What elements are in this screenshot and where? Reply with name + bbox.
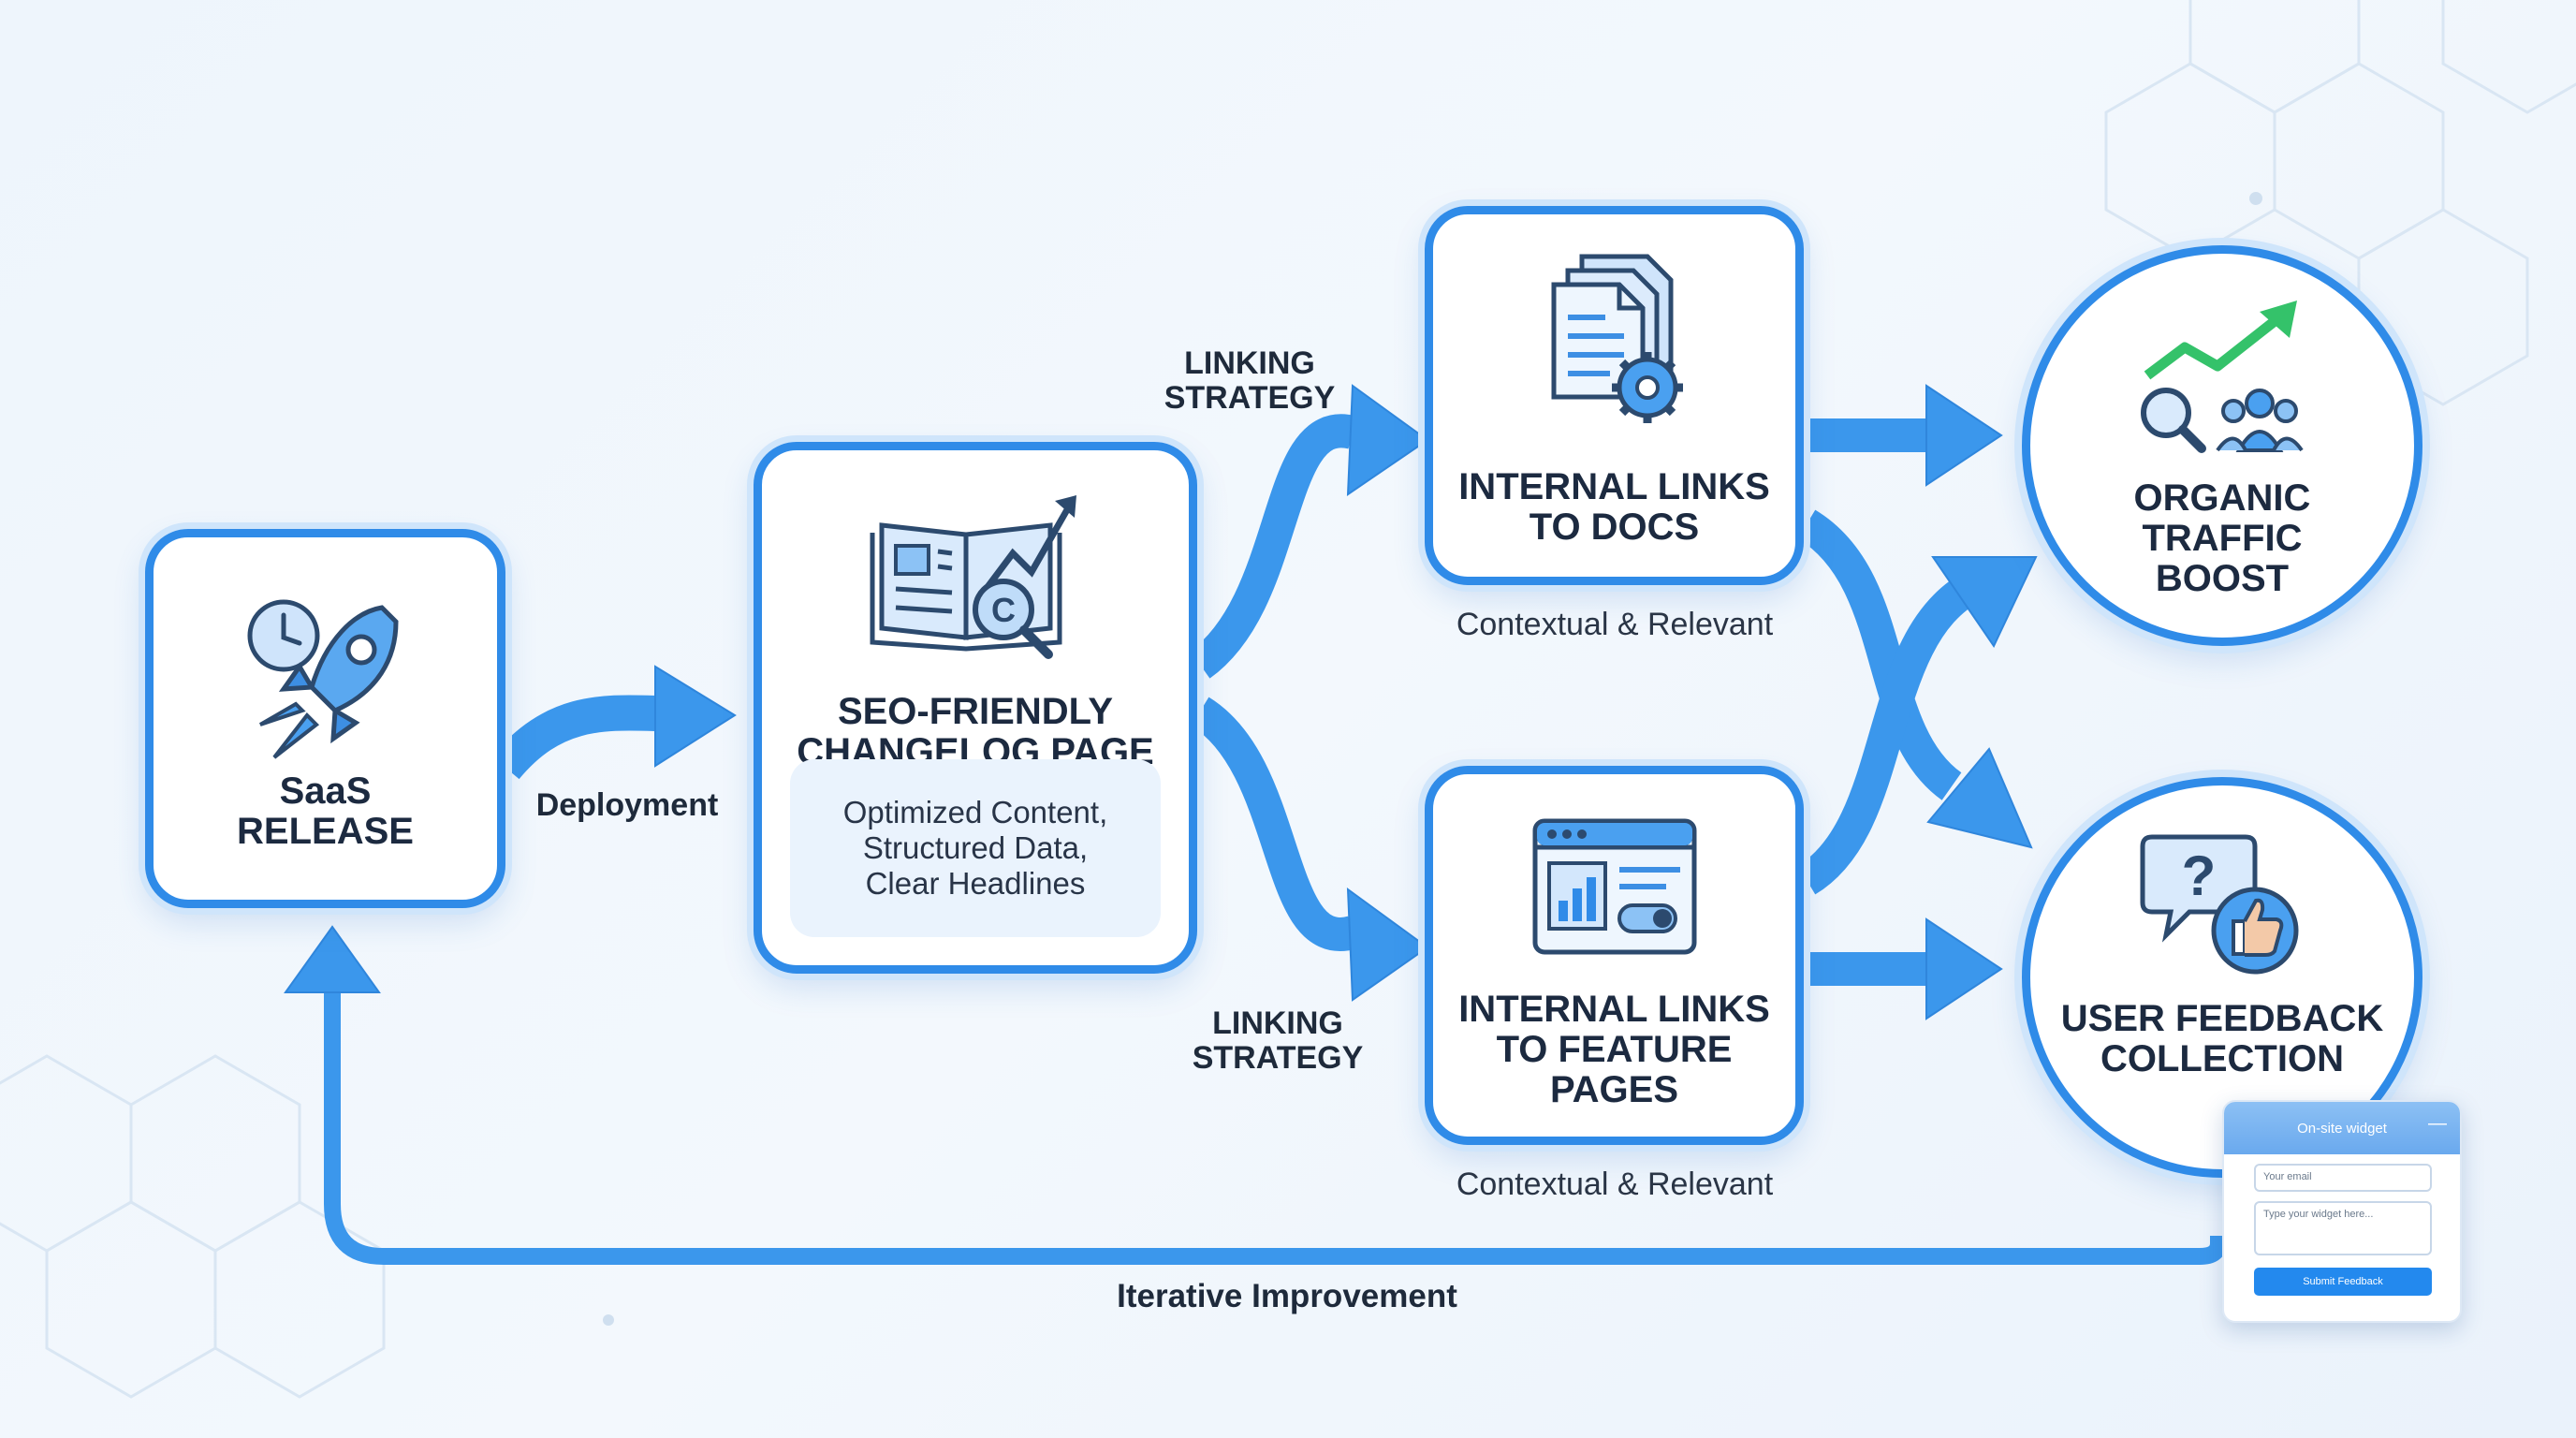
- arrow-iterative-loop: [324, 988, 2227, 1265]
- book-chart-icon: C: [870, 495, 1076, 659]
- changelog-title: SEO-FRIENDLY CHANGELOG PAGE: [797, 691, 1154, 772]
- features-note: Contextual & Relevant: [1456, 1167, 1774, 1202]
- submit-feedback-button[interactable]: Submit Feedback: [2254, 1268, 2432, 1296]
- arrow-features-traffic: [1796, 569, 1983, 895]
- saas-release-title: SaaS RELEASE: [237, 770, 414, 852]
- svg-text:C: C: [991, 591, 1016, 629]
- arrowhead-iterative: [284, 925, 381, 993]
- feedback-widget: On-site widget — Your email Type your wi…: [2222, 1100, 2462, 1323]
- arrow-deployment: [491, 695, 656, 780]
- arrowhead-features-feedback: [1925, 917, 2003, 1020]
- question-thumbs-up-icon: ?: [2140, 834, 2299, 975]
- linking-strategy-top-label: LINKING STRATEGY: [1164, 345, 1336, 416]
- widget-message-field[interactable]: Type your widget here...: [2254, 1201, 2432, 1255]
- svg-text:?: ?: [2182, 844, 2217, 907]
- docs-title: INTERNAL LINKS TO DOCS: [1458, 466, 1770, 548]
- feedback-title: USER FEEDBACK COLLECTION: [2060, 998, 2384, 1079]
- rocket-clock-icon: [247, 599, 399, 759]
- arrow-linking-features: [1190, 697, 1357, 951]
- growth-search-users-icon: [2141, 301, 2304, 453]
- changelog-card: C SEO-FRIENDLY CHANGELOG PAGE Optimized …: [754, 442, 1197, 974]
- arrowhead-docs-traffic: [1925, 384, 2003, 487]
- linking-strategy-bottom-label: LINKING STRATEGY: [1192, 1005, 1364, 1076]
- arrowhead-features: [1346, 887, 1429, 1002]
- traffic-title: ORGANIC TRAFFIC BOOST: [2133, 477, 2311, 599]
- docs-card: INTERNAL LINKS TO DOCS: [1425, 206, 1804, 585]
- changelog-details: Optimized Content, Structured Data, Clea…: [790, 759, 1161, 937]
- features-card: INTERNAL LINKS TO FEATURE PAGES: [1425, 766, 1804, 1145]
- arrowhead-docs: [1346, 384, 1429, 496]
- widget-email-field[interactable]: Your email: [2254, 1164, 2432, 1192]
- browser-dashboard-icon: [1532, 818, 1696, 955]
- arrowhead-features-traffic: [1931, 556, 2038, 649]
- arrowhead-deployment: [654, 665, 737, 768]
- arrow-linking-docs: [1189, 414, 1357, 679]
- docs-note: Contextual & Relevant: [1456, 607, 1774, 642]
- features-title: INTERNAL LINKS TO FEATURE PAGES: [1458, 989, 1770, 1110]
- minimize-icon[interactable]: —: [2428, 1113, 2447, 1134]
- arrow-docs-feedback: [1797, 509, 1963, 800]
- arrowhead-docs-feedback: [1926, 747, 2033, 849]
- widget-header: On-site widget —: [2224, 1102, 2460, 1154]
- saas-release-card: SaaS RELEASE: [145, 529, 505, 908]
- traffic-circle: ORGANIC TRAFFIC BOOST: [2022, 245, 2422, 646]
- widget-title: On-site widget: [2297, 1120, 2387, 1137]
- deployment-label: Deployment: [535, 787, 719, 823]
- documents-gear-icon: [1551, 254, 1683, 423]
- iterative-improvement-label: Iterative Improvement: [1117, 1278, 1457, 1314]
